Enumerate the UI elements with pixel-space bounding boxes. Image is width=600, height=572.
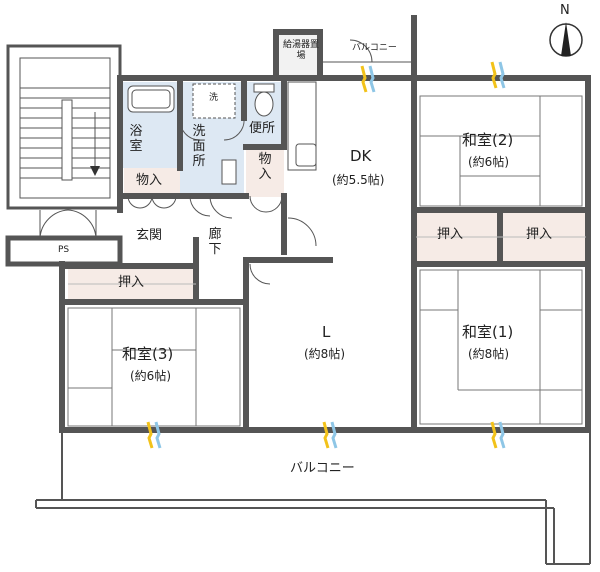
washitsu2-size: (約6帖) [468,155,509,169]
dk-size: (約5.5帖) [332,173,385,187]
storage-1-fill [124,168,180,194]
upper-balcony-label: バルコニー [352,43,397,53]
balcony-label: バルコニー [290,461,355,476]
washitsu1-size: (約8帖) [468,347,509,361]
staircase [6,44,122,210]
storage-label-2: 物入 [258,152,272,182]
closet-label-2b: 押入 [526,227,553,242]
washitsu2-name: 和室(2) [462,131,514,149]
fixtures [127,81,317,185]
water-heater-fill [278,35,320,75]
washitsu1-name: 和室(1) [462,323,514,341]
bath-label: 浴室 [129,124,143,154]
water-heater-label: 給湯器置場 [282,40,319,62]
closet-label-2a: 押入 [437,227,464,242]
interior-doors [127,39,373,285]
l-size: (約8帖) [304,347,345,361]
toilet [254,91,274,117]
l-name: L [322,323,331,341]
compass-label: N [560,3,570,18]
washing-machine [192,83,236,119]
washitsu3-name: 和室(3) [122,345,174,363]
tatami-lines [67,95,586,427]
washroom-label: 洗面所 [192,124,206,169]
ps-label: PS [58,245,70,255]
dk-name: DK [350,147,372,165]
compass-icon [549,22,583,57]
entrance-label: 玄関 [136,228,163,243]
entrance-doors [39,209,97,239]
sink [221,159,237,185]
washer-label: 洗 [209,93,219,103]
closet-label-3: 押入 [118,275,145,290]
storage-label-1: 物入 [136,173,163,188]
storage-2-fill [246,147,284,197]
stove [295,143,317,167]
washitsu3-size: (約6帖) [130,369,171,383]
windows [146,61,506,449]
balcony-outline [35,61,591,565]
toilet-label: 便所 [249,121,276,136]
hallway-label: 廊下 [208,227,222,257]
